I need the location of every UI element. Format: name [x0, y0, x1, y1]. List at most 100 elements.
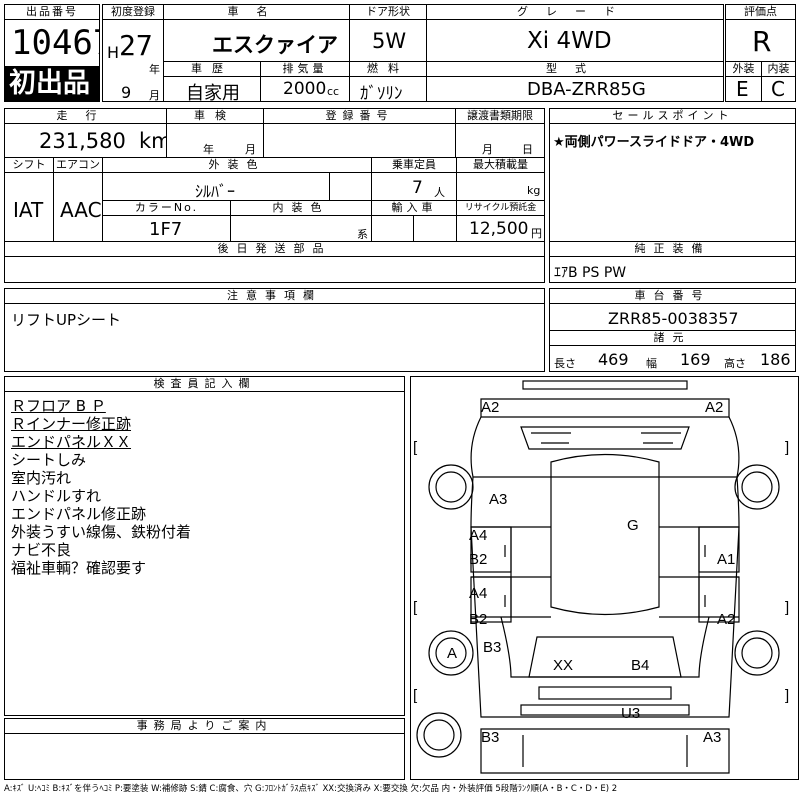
grade-cell: グレード Xi 4WD — [426, 4, 724, 62]
later-parts-cell: 後日発送部品 — [4, 241, 545, 283]
era-letter: H — [107, 43, 120, 62]
notes-cell: 注意事項欄 リフトUPシート — [4, 288, 545, 372]
mark-roof: G — [627, 517, 639, 534]
recycle-fee-cell: リサイクル預託金 12,500 円 — [456, 200, 545, 242]
door-type-cell: ドア形状 5W — [349, 4, 427, 62]
history-label: 車歴 — [164, 62, 260, 77]
exterior-grade: E — [736, 77, 749, 101]
import-cell: 輸入車 — [371, 200, 457, 242]
inspector-note-line: 室内汚れ — [11, 469, 72, 487]
grade: Xi 4WD — [527, 28, 612, 54]
length-value: 469 — [598, 350, 629, 369]
door-type: 5W — [372, 29, 407, 53]
bracket-left-2: [ — [413, 599, 418, 616]
inspector-note-line: Ｒフロア B Ｐ — [11, 397, 106, 415]
shift-label: シフト — [5, 158, 53, 173]
color-number: 1F7 — [149, 219, 183, 240]
bracket-left-1: [ — [413, 439, 418, 456]
mark-rear-right-center: B4 — [631, 657, 650, 674]
dimensions-cell: 諸元 長さ 469 幅 169 高さ 186 — [549, 330, 796, 372]
int-color-cell: 内装色 系 — [230, 200, 372, 242]
car-diagram-outline — [416, 380, 780, 774]
sales-point-cell: セールスポイント ★両側パワースライドドア・4WD — [549, 108, 796, 242]
inspector-note-line: Ｒインナー修正跡 — [11, 415, 132, 433]
inspection-year-unit: 年 — [203, 143, 214, 156]
first-registration-label: 初度登録 — [103, 5, 163, 20]
displacement-label: 排気量 — [261, 62, 349, 77]
bracket-right-3: ] — [785, 687, 790, 704]
recycle-fee: 12,500 — [469, 219, 529, 239]
transfer-month-unit: 月 — [482, 143, 493, 156]
sales-point-text: ★両側パワースライドドア・4WD — [553, 135, 755, 150]
first-listing-badge: 初出品 — [4, 66, 100, 102]
car-name-label: 車名 — [164, 5, 349, 20]
door-type-label: ドア形状 — [350, 5, 426, 20]
mileage: 231,580 — [39, 129, 126, 153]
mark-front-left: A2 — [481, 399, 500, 416]
inspection-month-unit: 月 — [245, 143, 256, 156]
max-load-label: 最大積載量 — [457, 158, 544, 173]
bracket-left-3: [ — [413, 687, 418, 704]
chassis-cell: 車台番号 ZRR85-0038357 — [549, 288, 796, 331]
chassis-number: ZRR85-0038357 — [608, 309, 739, 328]
grade-label: グレード — [427, 5, 723, 20]
mark-left-rear-top: A4 — [469, 585, 488, 602]
inspector-note-line: シートしみ — [11, 451, 87, 469]
interior-grade-cell: 内装 C — [761, 61, 796, 102]
inspector-note-line: エンドパネルＸＸ — [11, 433, 132, 451]
equipment-label: 純正装備 — [550, 242, 795, 257]
office-notice-label: 事務局よりご案内 — [5, 719, 404, 734]
office-notice-cell: 事務局よりご案内 — [4, 718, 405, 780]
history: 自家用 — [186, 83, 240, 102]
first-listing-text: 初出品 — [9, 68, 90, 99]
registration-number-label: 登録番号 — [264, 109, 455, 124]
registration-month: 9 — [121, 83, 132, 102]
mark-right-rear: A2 — [717, 611, 736, 628]
shift-cell: シフト IAT — [4, 157, 54, 242]
ext-color-cell: 外装色 ｼﾙﾊﾞｰ — [102, 157, 372, 201]
mark-back-left: B3 — [481, 729, 500, 746]
mileage-unit: km — [139, 129, 166, 153]
bracket-right-2: ] — [785, 599, 790, 616]
inspector-note-line: エンドパネル修正跡 — [11, 505, 147, 523]
recycle-fee-label: リサイクル預託金 — [457, 201, 544, 216]
interior-grade: C — [771, 77, 785, 101]
dimensions-label: 諸元 — [550, 331, 795, 346]
displacement-unit: cc — [327, 85, 340, 98]
displacement-cell: 排気量 2000 cc — [260, 61, 350, 102]
mark-left-front-door: A3 — [489, 491, 508, 508]
model-label: 型式 — [427, 62, 723, 77]
lot-number-label: 出品番号 — [5, 5, 99, 20]
int-color-unit: 系 — [357, 228, 368, 241]
equipment-text: ｴｱB PS PW — [554, 265, 627, 281]
inspector-note-line: ハンドルすれ — [11, 487, 102, 505]
bracket-right-1: ] — [785, 439, 790, 456]
displacement: 2000 — [283, 79, 327, 99]
ac-cell: エアコン AAC — [53, 157, 103, 242]
sales-point-label: セールスポイント — [550, 109, 795, 124]
color-number-label: カラーNo. — [103, 201, 230, 216]
inspection-cell: 車検 年 月 — [166, 108, 264, 158]
capacity: 7 — [412, 178, 423, 198]
transfer-deadline-cell: 譲渡書類期限 月 日 — [455, 108, 545, 158]
mark-left-mid-top: A4 — [469, 527, 488, 544]
mark-left-rear-bottom: B2 — [469, 611, 488, 628]
mark-back-right: A3 — [703, 729, 722, 746]
transfer-day-unit: 日 — [522, 143, 533, 156]
lot-number-cell: 出品番号 10467 — [4, 4, 100, 68]
inspection-label: 車検 — [167, 109, 263, 124]
capacity-cell: 乗車定員 7 人 — [371, 157, 457, 201]
recycle-fee-unit: 円 — [531, 227, 542, 240]
equipment-cell: 純正装備 ｴｱB PS PW — [549, 241, 796, 283]
registration-number-cell: 登録番号 — [263, 108, 456, 158]
max-load-cell: 最大積載量 kg — [456, 157, 545, 201]
score: R — [752, 25, 772, 58]
height-label: 高さ — [724, 357, 746, 370]
mileage-label: 走行 — [5, 109, 166, 124]
ext-color-label: 外装色 — [103, 158, 371, 173]
mark-left-rear-wheel: A — [447, 645, 458, 662]
capacity-unit: 人 — [434, 186, 445, 199]
legend-footer: A:ｷｽﾞ U:ﾍｺﾐ B:ｷｽﾞを伴うﾍｺﾐ P:要塗装 W:補修跡 S:錆 … — [4, 784, 618, 794]
capacity-label: 乗車定員 — [372, 158, 456, 173]
